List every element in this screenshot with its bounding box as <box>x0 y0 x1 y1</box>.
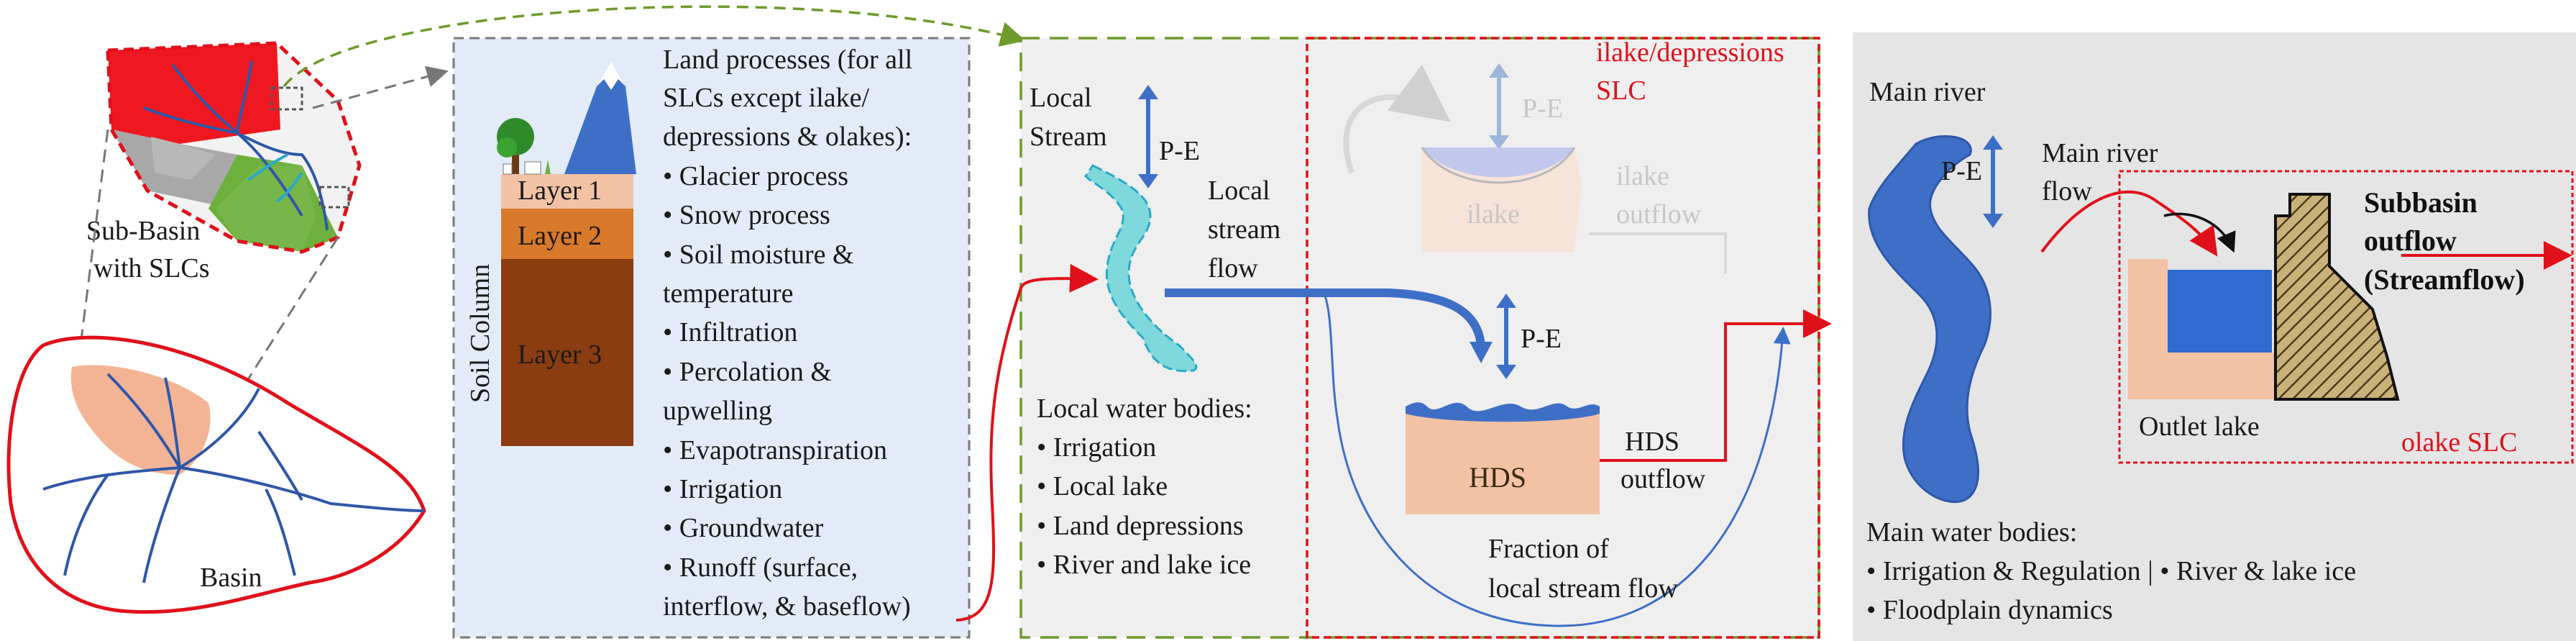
ilake-panel <box>1298 38 1819 637</box>
land-item: • Groundwater <box>663 513 824 543</box>
local-water-item: • Land depressions <box>1037 511 1244 541</box>
ilake-outflow-2: outflow <box>1616 199 1702 229</box>
land-title-1: Land processes (for all <box>663 45 912 75</box>
fraction-flow-curve <box>1321 291 1791 627</box>
ilake-outflow-line <box>1589 232 1727 273</box>
fraction-label-2: local stream flow <box>1488 573 1678 604</box>
ilake-pe-arrow <box>1489 63 1509 150</box>
hds-pe-label: P-E <box>1521 324 1562 354</box>
local-pe-label: P-E <box>1159 136 1200 166</box>
local-flow-arrow <box>1165 288 1485 346</box>
sub-basin-label-1: Sub-Basin <box>86 216 200 246</box>
ilake-label: ilake <box>1467 199 1520 229</box>
runoff-arrow <box>955 263 1099 622</box>
local-water-item: • Local lake <box>1037 471 1168 501</box>
sub-basin-map <box>106 41 362 254</box>
land-item: temperature <box>663 278 793 309</box>
land-item: • Evapotranspiration <box>663 435 887 465</box>
zoom-arrow-to-local <box>283 5 1026 88</box>
local-stream-label-2: Stream <box>1030 122 1107 152</box>
main-river-shape <box>1868 135 1991 504</box>
basin-map <box>6 335 426 614</box>
local-water-item: • Irrigation <box>1037 432 1156 463</box>
main-river-flow-1: Main river <box>2042 138 2158 168</box>
main-river-flow-arrow <box>2040 190 2218 257</box>
local-stream-label-1: Local <box>1030 83 1092 113</box>
hds-label: HDS <box>1469 461 1526 494</box>
land-item: • Runoff (surface, <box>663 553 858 583</box>
land-title-2: SLCs except ilake/ <box>663 83 869 113</box>
subbasin-outflow-1: Subbasin <box>2364 186 2478 219</box>
land-item: • Snow process <box>663 200 830 230</box>
zoom-line-left <box>74 129 109 386</box>
main-pe-label: P-E <box>1941 156 1982 186</box>
land-item: • Glacier process <box>663 161 848 191</box>
hds-outflow-2: outflow <box>1621 464 1706 494</box>
ilake-slc-label-2: SLC <box>1596 76 1646 106</box>
ilake-inflow-arrow <box>1343 64 1451 174</box>
land-item: • Infiltration <box>663 317 797 347</box>
local-stream-flow-1: Local <box>1208 176 1270 206</box>
hds-pe-arrow <box>1496 294 1516 379</box>
hds-outflow-arrow <box>1600 309 1832 462</box>
local-pe-arrow <box>1138 85 1158 188</box>
hds-outflow-1: HDS <box>1625 427 1679 457</box>
local-stream-shape <box>1084 164 1198 373</box>
fraction-label-1: Fraction of <box>1488 534 1609 564</box>
outlet-lake-shore <box>2128 259 2275 399</box>
main-water-item: • Floodplain dynamics <box>1866 595 2113 625</box>
local-water-title: Local water bodies: <box>1037 394 1252 424</box>
layer-1-label: Layer 1 <box>518 176 602 206</box>
olake-slc-label: olake SLC <box>2401 427 2517 458</box>
subbasin-outflow-3: (Streamflow) <box>2364 263 2525 296</box>
layer-3-label: Layer 3 <box>518 340 602 370</box>
soil-column <box>497 61 636 446</box>
olake-slc-frame <box>2118 170 2574 464</box>
local-stream-flow-2: stream <box>1208 214 1280 245</box>
land-item: • Irrigation <box>663 474 782 504</box>
zoom-arrow-to-land <box>312 65 449 109</box>
land-item: • Soil moisture & <box>663 240 854 270</box>
sub-basin-label-2: with SLCs <box>93 253 210 283</box>
subbasin-outflow-2: outflow <box>2364 224 2457 257</box>
main-water-title: Main water bodies: <box>1866 517 2077 547</box>
land-item: upwelling <box>663 396 772 426</box>
main-water-item: • Irrigation & Regulation | • River & la… <box>1866 556 2356 586</box>
ilake-water <box>1422 147 1575 178</box>
land-item: interflow, & baseflow) <box>663 591 911 622</box>
land-item: • Percolation & <box>663 357 832 387</box>
layer-2-label: Layer 2 <box>518 221 602 251</box>
ilake-slc-label-1: ilake/depressions <box>1596 37 1784 68</box>
ilake-pe-label: P-E <box>1522 94 1563 124</box>
dam-structure <box>2274 193 2400 401</box>
outlet-lake-water <box>2168 270 2272 353</box>
hds-water <box>1406 402 1600 422</box>
main-pe-arrow <box>1983 135 2003 228</box>
land-title-3: depressions & olakes): <box>663 122 912 152</box>
ilake-outflow-1: ilake <box>1616 161 1669 191</box>
local-stream-flow-3: flow <box>1208 253 1258 283</box>
main-river-flow-2: flow <box>2042 176 2092 206</box>
hds-basin <box>1406 402 1600 514</box>
outlet-inflow-arrow <box>2163 212 2236 253</box>
local-water-item: • River and lake ice <box>1037 550 1251 580</box>
main-river-label: Main river <box>1869 77 1986 107</box>
basin-label: Basin <box>200 563 262 593</box>
outlet-lake-label: Outlet lake <box>2139 412 2260 442</box>
soil-column-label: Soil Column <box>465 264 495 403</box>
